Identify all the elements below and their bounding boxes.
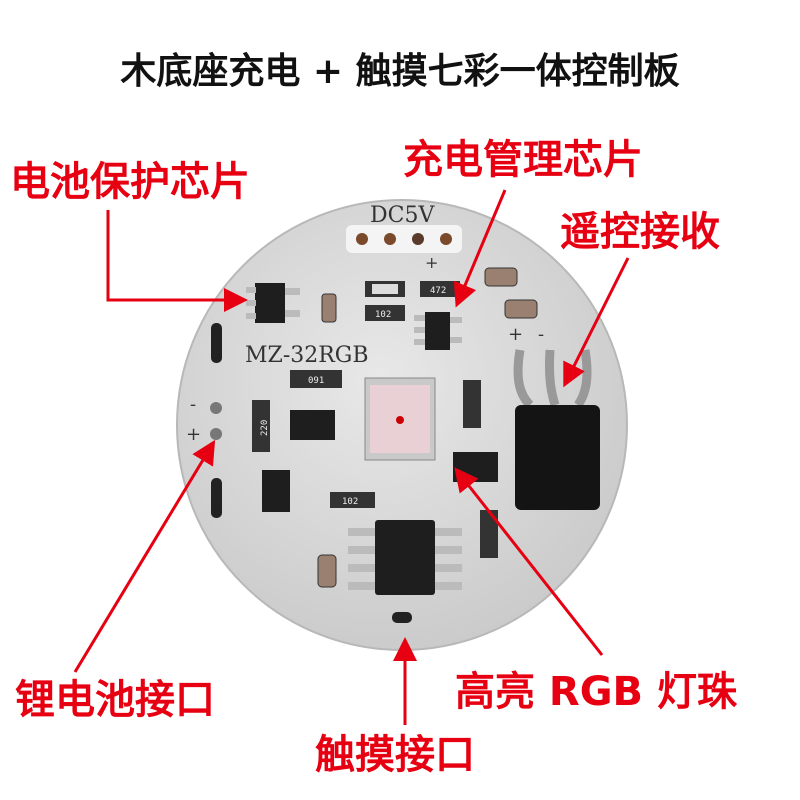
svg-text:102: 102 <box>342 497 358 507</box>
capacitor <box>317 554 337 588</box>
model-marking: MZ-32RGB <box>245 343 369 368</box>
resistor: 472 <box>420 281 460 297</box>
charge-management-chip <box>414 312 462 350</box>
arrow-charge-chip <box>453 189 507 308</box>
capacitor <box>484 267 518 287</box>
label-touch-port: 触摸接口 <box>315 732 475 778</box>
battery-pad-plus <box>210 428 222 440</box>
resistor: 102 <box>365 305 405 321</box>
arrow-battery-port <box>73 439 216 673</box>
label-battery-protection-chip: 电池保护芯片 <box>10 159 250 205</box>
resistor <box>480 510 498 558</box>
label-lithium-battery-port: 锂电池接口 <box>15 677 215 723</box>
resistor: 091 <box>290 370 342 388</box>
touch-ic <box>348 520 462 595</box>
label-charge-management-chip: 充电管理芯片 <box>403 137 643 183</box>
battery-pad-minus <box>210 402 222 414</box>
touch-pad <box>392 612 412 623</box>
svg-text:472: 472 <box>430 286 446 296</box>
arrow-rgb-led <box>454 467 604 656</box>
ir-receiver <box>513 349 600 510</box>
svg-text:-: - <box>190 394 196 415</box>
battery-protection-chip <box>246 283 300 323</box>
pcb-board: DC5V + MZ-32RGB 472 102 <box>176 199 628 651</box>
arrow-battery-protection <box>106 210 248 312</box>
page-title: 木底座充电 + 触摸七彩一体控制板 <box>120 51 680 92</box>
svg-text:091: 091 <box>308 376 324 386</box>
label-remote-receiver: 遥控接收 <box>560 209 720 255</box>
annotation-arrows <box>73 189 630 725</box>
dc-header-pads <box>346 225 462 253</box>
transistor <box>290 410 335 440</box>
svg-text:-: - <box>538 324 544 345</box>
resistor: 102 <box>330 492 375 508</box>
capacitor <box>321 293 337 323</box>
resistor <box>463 380 481 428</box>
resistor: 220 <box>252 400 270 452</box>
transistor <box>453 452 498 482</box>
plus-marking: + <box>425 253 438 272</box>
resistor <box>365 281 405 297</box>
dc5v-marking: DC5V <box>370 203 435 228</box>
arrow-remote-receiver <box>563 257 630 388</box>
svg-text:+: + <box>508 324 523 345</box>
mosfet <box>262 470 290 512</box>
rgb-led <box>364 377 436 461</box>
svg-text:220: 220 <box>260 420 270 436</box>
label-rgb-led: 高亮 RGB 灯珠 <box>455 669 737 715</box>
svg-text:102: 102 <box>375 310 391 320</box>
svg-text:+: + <box>186 424 201 445</box>
capacitor <box>504 299 538 319</box>
